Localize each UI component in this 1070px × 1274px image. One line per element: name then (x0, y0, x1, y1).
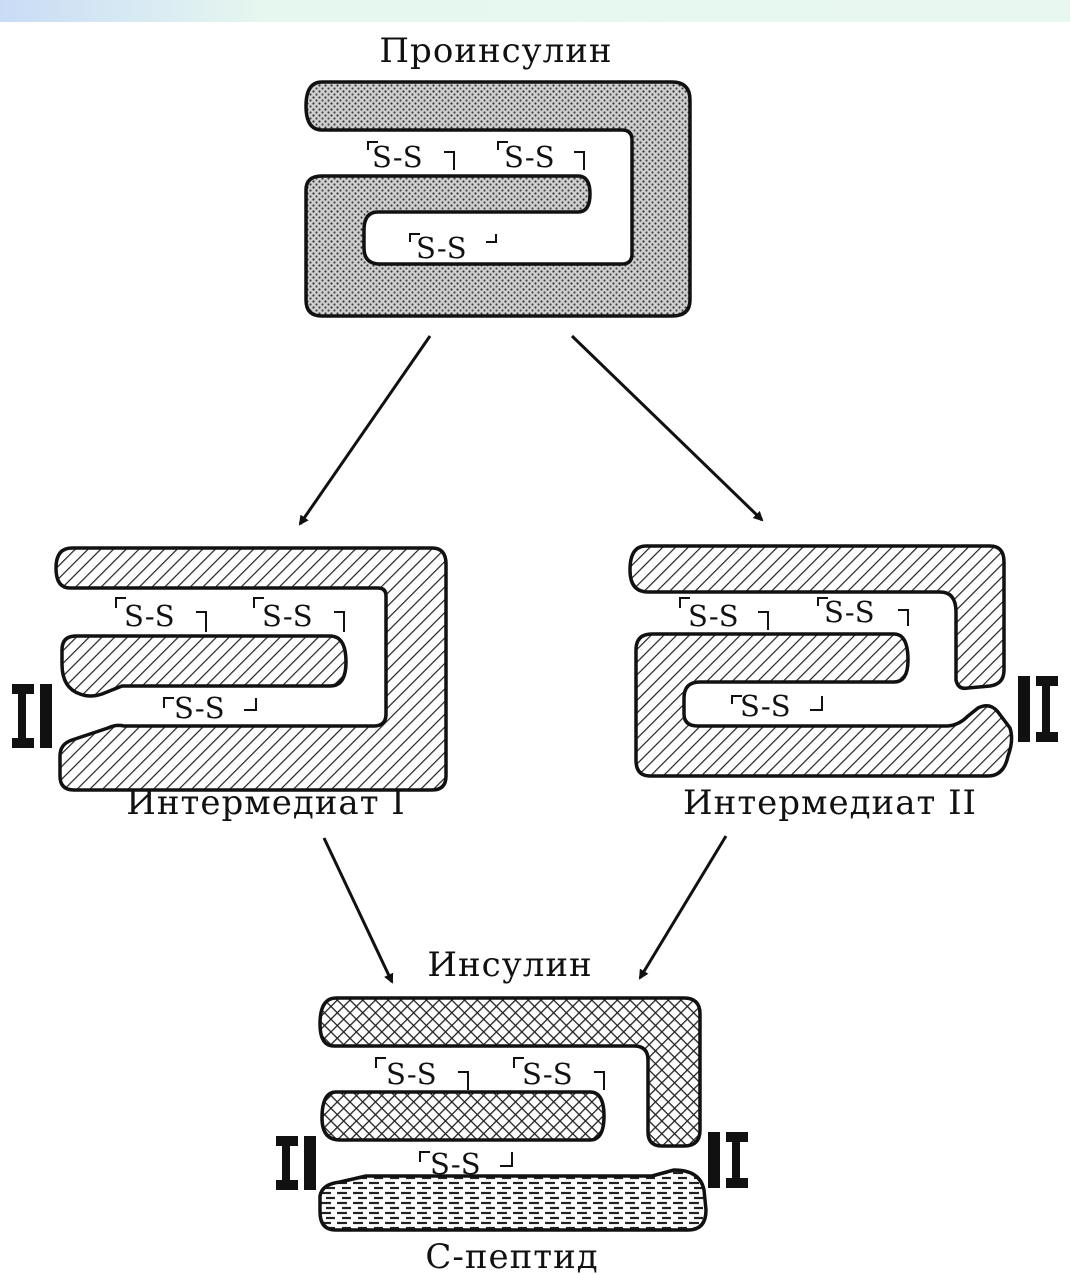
insulin-b-chain (318, 996, 702, 1148)
bond-label: S-S (688, 599, 739, 633)
bond-bracket (898, 609, 909, 626)
cleavage-mark-icon (708, 1132, 748, 1188)
arrow-icon (322, 837, 394, 984)
bond-label: S-S (174, 691, 225, 725)
bond-bracket (574, 151, 585, 170)
bond-bracket (244, 698, 257, 711)
bond-bracket (817, 597, 828, 606)
label-proinsulin: Проинсулин (379, 31, 612, 71)
label-insulin: Инсулин (427, 945, 592, 985)
bond-label: S-S (740, 689, 791, 723)
bond-bracket (810, 696, 823, 711)
bond-label: S-S (372, 140, 423, 174)
arrow-icon (570, 334, 764, 522)
insulin-a-chain (320, 1090, 606, 1142)
bond-bracket (731, 695, 742, 704)
proinsulin-chain (304, 80, 692, 318)
bond-bracket (513, 1057, 524, 1068)
intermediate-2-a-segment (634, 632, 1014, 778)
bond-bracket (458, 1071, 469, 1090)
bond-label: S-S (504, 140, 555, 174)
bond-bracket (758, 611, 769, 630)
bond-bracket (253, 597, 264, 608)
bond-bracket (115, 597, 126, 608)
bond-label: S-S (416, 231, 467, 265)
arrow-icon (638, 835, 728, 980)
arrow-icon (298, 335, 432, 526)
cleavage-mark-icon (12, 684, 52, 748)
intermediate-2-chain (628, 544, 1006, 691)
header-band (0, 0, 1070, 22)
bond-label: S-S (386, 1057, 437, 1091)
bond-bracket (444, 151, 455, 170)
bond-bracket (419, 1151, 430, 1162)
cleavage-mark-icon (276, 1136, 316, 1190)
bond-label: S-S (124, 599, 175, 633)
cleavage-mark-icon (1018, 676, 1058, 742)
bond-bracket (679, 597, 690, 608)
bond-bracket (367, 141, 378, 150)
bond-label: S-S (824, 595, 875, 629)
label-intermediate-2: Интермедиат II (683, 783, 977, 823)
bond-bracket (163, 697, 174, 708)
bond-bracket (409, 233, 420, 242)
bond-bracket (334, 611, 345, 632)
intermediate-1-chain (54, 546, 448, 792)
label-c-peptide: С-пептид (425, 1237, 598, 1274)
bond-bracket (486, 234, 497, 243)
c-peptide-chain (318, 1168, 708, 1232)
bond-bracket (594, 1071, 605, 1090)
bond-label: S-S (522, 1057, 573, 1091)
bond-bracket (497, 141, 508, 150)
bond-bracket (500, 1152, 513, 1167)
bond-bracket (375, 1057, 386, 1068)
intermediate-1-a-segment (60, 634, 348, 698)
label-intermediate-1: Интермедиат I (126, 783, 406, 823)
bond-bracket (196, 611, 207, 632)
bond-label: S-S (262, 599, 313, 633)
